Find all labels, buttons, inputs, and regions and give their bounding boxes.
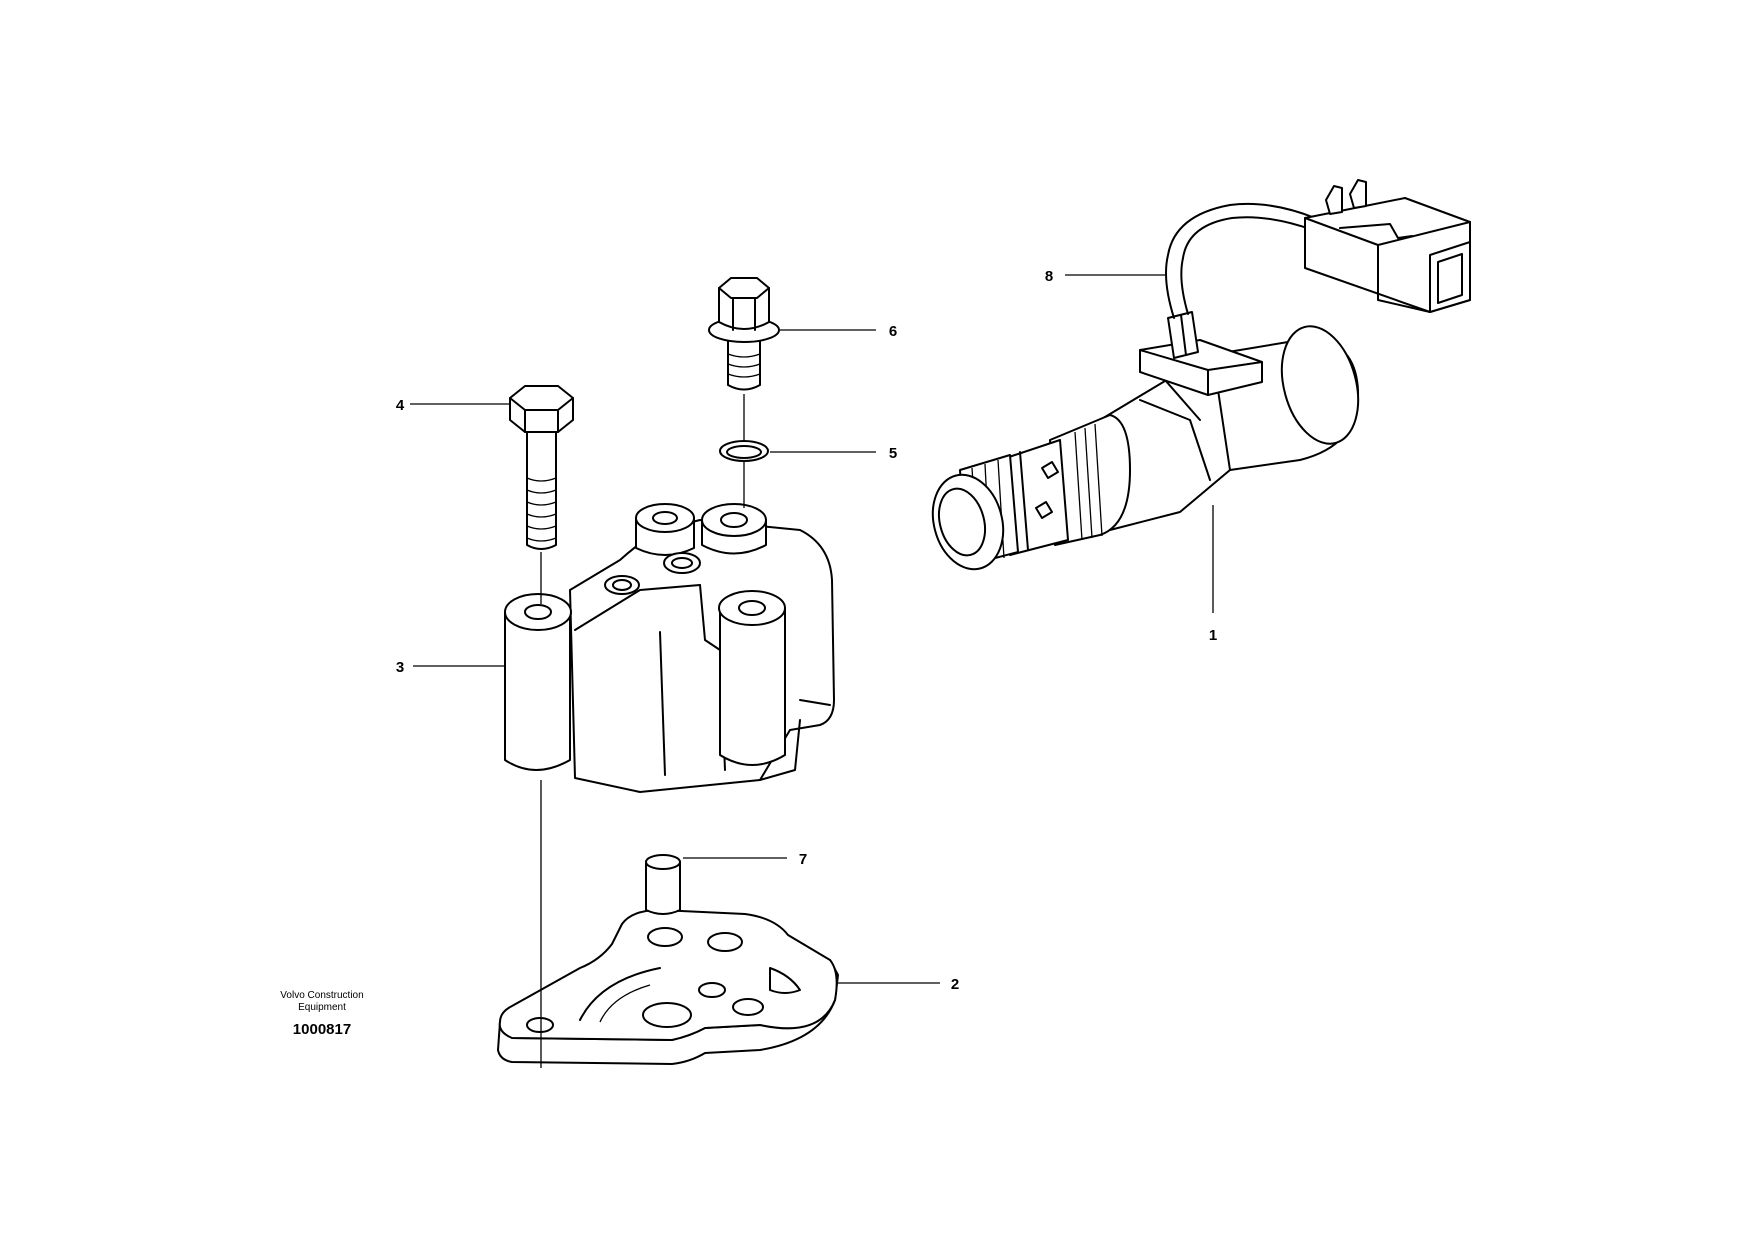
- callout-5: 5: [889, 445, 897, 462]
- solenoid-valve: [931, 179, 1471, 571]
- manufacturer-line-2: Equipment: [298, 1002, 346, 1013]
- valve-body: [504, 503, 835, 793]
- manufacturer-caption: Volvo Construction Equipment: [262, 990, 382, 1014]
- callout-1: 1: [1209, 627, 1217, 644]
- drawing-number: 1000817: [292, 1021, 352, 1038]
- dowel-pin: [645, 854, 681, 915]
- callout-4: 4: [396, 397, 405, 414]
- flange-screw: [708, 277, 780, 391]
- alignment-lines: [540, 394, 745, 1068]
- gasket-plate: [497, 909, 839, 1065]
- seal-ring: [719, 440, 769, 462]
- callout-8: 8: [1045, 268, 1053, 285]
- leader-lines: [410, 274, 1214, 984]
- callout-6: 6: [889, 323, 897, 340]
- callout-3: 3: [396, 659, 404, 676]
- callout-7: 7: [799, 851, 807, 868]
- callout-2: 2: [951, 976, 959, 993]
- hex-bolt: [509, 385, 574, 550]
- manufacturer-line-1: Volvo Construction: [280, 990, 364, 1001]
